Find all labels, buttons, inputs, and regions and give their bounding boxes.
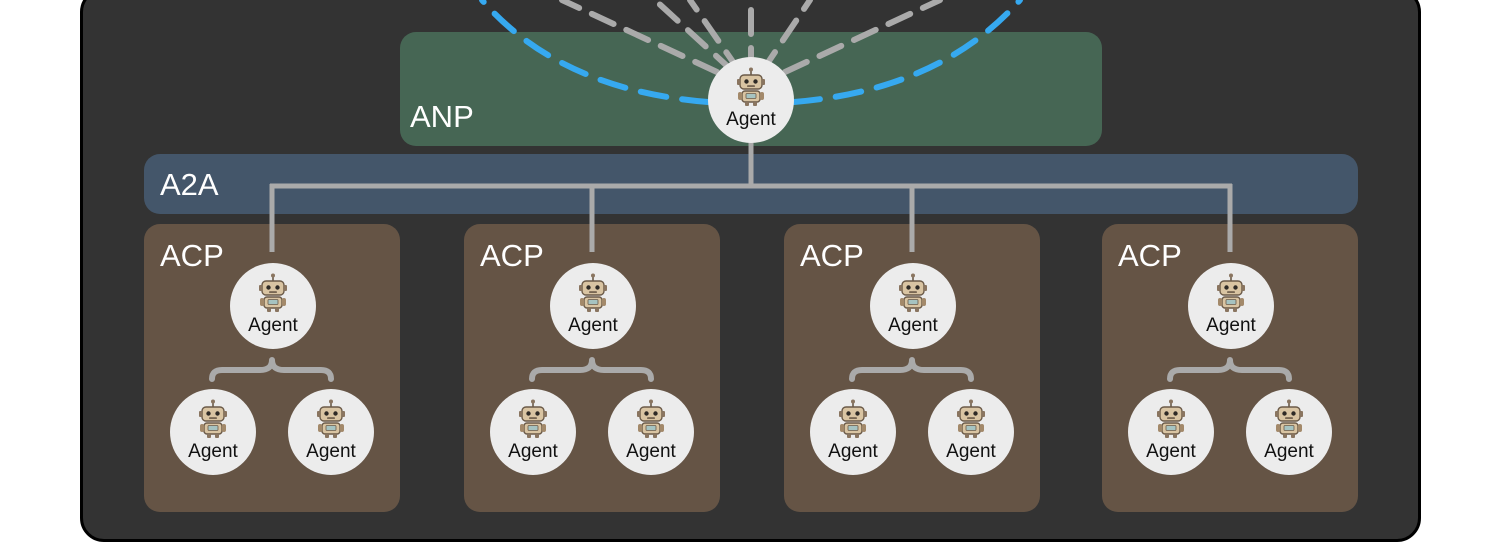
agent-label: Agent [508, 441, 558, 462]
robot-icon [839, 399, 867, 438]
internet-link-6 [782, 0, 943, 75]
agent-label: Agent [1206, 315, 1256, 336]
agent-label: Agent [626, 441, 676, 462]
internet-link-2 [652, 0, 737, 75]
acp-worker-agent-2a: Agent [490, 389, 576, 475]
acp-leader-agent-2: Agent [550, 263, 636, 349]
acp-label-4: ACP [1118, 238, 1182, 273]
acp-worker-agent-2b: Agent [608, 389, 694, 475]
acp-leader-agent-3: Agent [870, 263, 956, 349]
acp-leader-agent-1: Agent [230, 263, 316, 349]
robot-icon [957, 399, 985, 438]
robot-icon [317, 399, 345, 438]
agent-label: Agent [888, 315, 938, 336]
internet-link-3 [687, 0, 744, 75]
acp-worker-agent-1a: Agent [170, 389, 256, 475]
robot-icon [1217, 273, 1245, 312]
robot-icon [1275, 399, 1303, 438]
hub-agent-node: Agent [708, 57, 794, 143]
acp-worker-agent-3b: Agent [928, 389, 1014, 475]
acp-worker-agent-4b: Agent [1246, 389, 1332, 475]
robot-icon [519, 399, 547, 438]
acp-bracket-1 [209, 357, 334, 382]
robot-icon [737, 67, 765, 106]
robot-icon [579, 273, 607, 312]
acp-bracket-3 [849, 357, 974, 382]
acp-label-3: ACP [800, 238, 864, 273]
robot-icon [899, 273, 927, 312]
acp-label-1: ACP [160, 238, 224, 273]
internet-link-left [479, 0, 711, 105]
acp-bracket-4 [1167, 357, 1292, 382]
acp-worker-agent-1b: Agent [288, 389, 374, 475]
agent-label: Agent [726, 109, 776, 130]
anp-label: ANP [410, 99, 474, 134]
agent-label: Agent [1146, 441, 1196, 462]
acp-leader-agent-4: Agent [1188, 263, 1274, 349]
robot-icon [199, 399, 227, 438]
acp-label-2: ACP [480, 238, 544, 273]
a2a-label: A2A [160, 167, 219, 202]
agent-label: Agent [306, 441, 356, 462]
robot-icon [1157, 399, 1185, 438]
acp-worker-agent-4a: Agent [1128, 389, 1214, 475]
agent-label: Agent [188, 441, 238, 462]
internet-link-5 [758, 0, 813, 75]
internet-link-1 [559, 0, 720, 75]
acp-worker-agent-3a: Agent [810, 389, 896, 475]
acp-bracket-2 [529, 357, 654, 382]
agent-label: Agent [248, 315, 298, 336]
agent-label: Agent [568, 315, 618, 336]
robot-icon [259, 273, 287, 312]
agent-label: Agent [828, 441, 878, 462]
agent-label: Agent [1264, 441, 1314, 462]
internet-link-right [791, 0, 1023, 105]
agent-label: Agent [946, 441, 996, 462]
robot-icon [637, 399, 665, 438]
